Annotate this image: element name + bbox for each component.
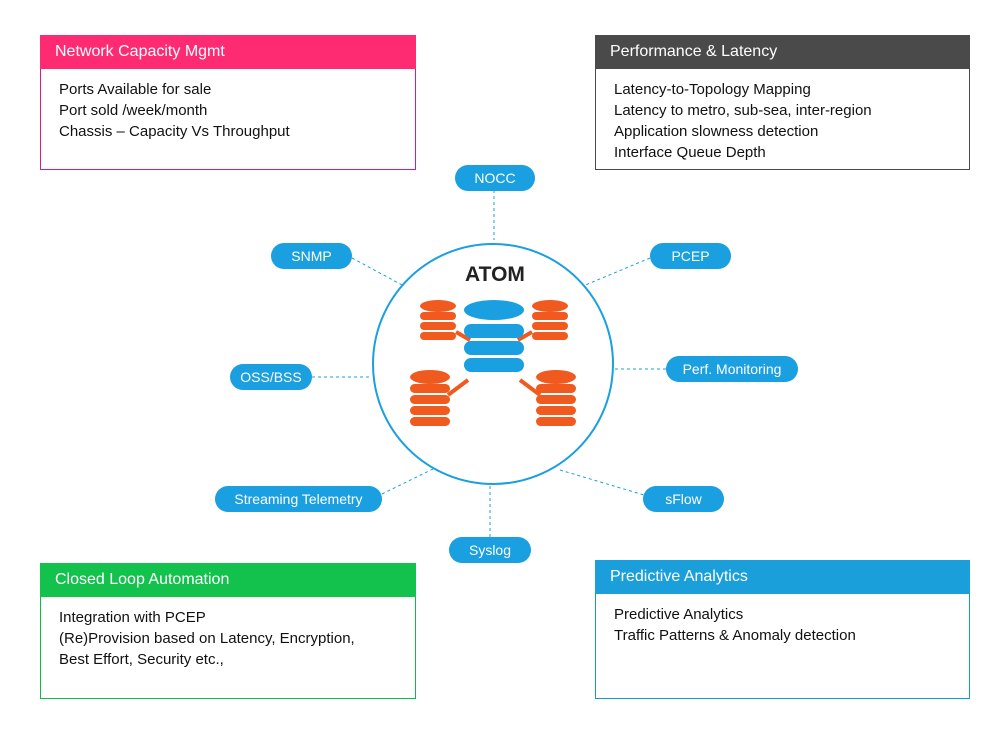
node-syslog[interactable]: Syslog xyxy=(449,537,531,563)
card-network-capacity: Network Capacity Mgmt Ports Available fo… xyxy=(40,35,416,170)
node-oss-bss[interactable]: OSS/BSS xyxy=(230,364,312,390)
card-line: Predictive Analytics xyxy=(614,606,744,623)
card-predictive-analytics: Predictive Analytics Predictive Analytic… xyxy=(595,560,970,699)
card-title: Performance & Latency xyxy=(595,35,970,69)
database-icon-bottom-right xyxy=(536,370,576,426)
card-title: Network Capacity Mgmt xyxy=(40,35,416,69)
node-pcep[interactable]: PCEP xyxy=(650,243,731,269)
node-sflow[interactable]: sFlow xyxy=(643,486,724,512)
card-line: Ports Available for sale xyxy=(59,81,212,98)
database-icon-top-right xyxy=(532,300,568,340)
card-line: Integration with PCEP xyxy=(59,609,206,626)
card-line: Latency-to-Topology Mapping xyxy=(614,81,811,98)
card-title: Predictive Analytics xyxy=(595,560,970,594)
card-closed-loop-automation: Closed Loop Automation Integration with … xyxy=(40,563,416,699)
node-streaming-telemetry[interactable]: Streaming Telemetry xyxy=(215,486,382,512)
database-icon-center xyxy=(464,300,524,372)
connector-streaming-telemetry xyxy=(381,467,436,495)
node-nocc[interactable]: NOCC xyxy=(455,165,535,191)
atom-title: ATOM xyxy=(465,263,525,286)
card-performance-latency: Performance & Latency Latency-to-Topolog… xyxy=(595,35,970,170)
database-links xyxy=(446,330,542,397)
connector-snmp xyxy=(351,257,405,287)
card-line: (Re)Provision based on Latency, Encrypti… xyxy=(59,630,355,647)
node-perf-monitoring[interactable]: Perf. Monitoring xyxy=(666,356,798,382)
connector-pcep xyxy=(582,257,651,287)
card-line: Chassis – Capacity Vs Throughput xyxy=(59,123,290,140)
card-line: Port sold /week/month xyxy=(59,102,208,119)
card-line: Interface Queue Depth xyxy=(614,144,766,161)
connector-sflow xyxy=(559,469,645,496)
card-line: Best Effort, Security etc., xyxy=(59,651,224,668)
database-icon-top-left xyxy=(420,300,456,340)
card-line: Traffic Patterns & Anomaly detection xyxy=(614,627,856,644)
card-line: Latency to metro, sub-sea, inter-region xyxy=(614,102,872,119)
database-icon-bottom-left xyxy=(410,370,450,426)
node-snmp[interactable]: SNMP xyxy=(271,243,352,269)
card-line: Application slowness detection xyxy=(614,123,819,140)
card-title: Closed Loop Automation xyxy=(40,563,416,597)
